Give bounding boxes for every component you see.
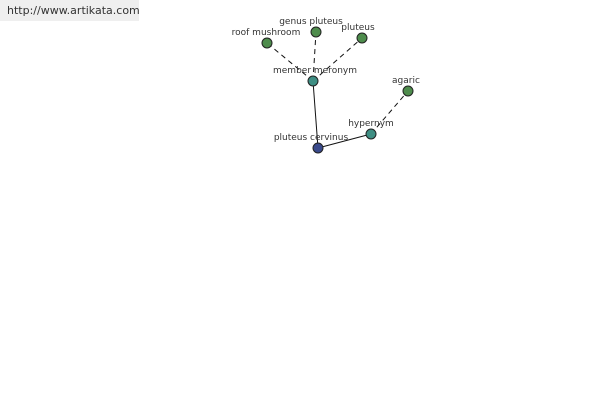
label-agaric: agaric	[392, 76, 420, 86]
node-hypernym[interactable]	[365, 128, 377, 140]
edge-member-meronym-pluteus	[312, 37, 363, 82]
label-hypernym: hypernym	[348, 119, 394, 129]
edge-member-meronym-roof-mushroom	[266, 42, 314, 82]
edge-root-member-meronym	[312, 80, 319, 149]
edge-hypernym-agaric	[370, 90, 409, 135]
node-pluteus[interactable]	[356, 32, 368, 44]
label-pluteus-cervinus: pluteus cervinus	[274, 133, 349, 143]
node-pluteus-cervinus[interactable]	[312, 142, 324, 154]
label-genus-pluteus: genus pluteus	[279, 17, 343, 27]
node-agaric[interactable]	[402, 85, 414, 97]
label-member-meronym: member meronym	[273, 66, 357, 76]
node-member-meronym[interactable]	[307, 75, 319, 87]
node-genus-pluteus[interactable]	[310, 26, 322, 38]
label-roof-mushroom: roof mushroom	[232, 28, 301, 38]
label-pluteus: pluteus	[341, 23, 375, 33]
edge-member-meronym-genus-pluteus	[312, 31, 317, 82]
source-url[interactable]: http://www.artikata.com	[0, 0, 140, 21]
edge-root-hypernym	[317, 133, 372, 149]
node-roof-mushroom[interactable]	[261, 37, 273, 49]
